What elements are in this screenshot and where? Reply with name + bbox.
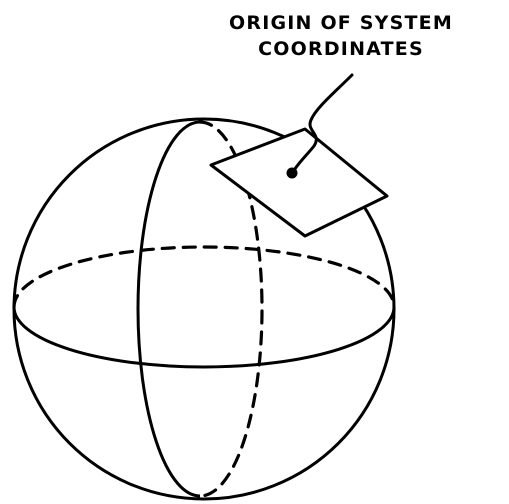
label-line-1: ORIGIN OF SYSTEM	[229, 12, 453, 34]
meridian-front-solid	[138, 122, 200, 496]
label-line-2: COORDINATES	[258, 38, 424, 60]
origin-dot	[287, 168, 298, 179]
tangent-plane	[211, 129, 387, 236]
equator-front-solid	[14, 307, 394, 367]
equator-back-dashed	[14, 247, 394, 307]
